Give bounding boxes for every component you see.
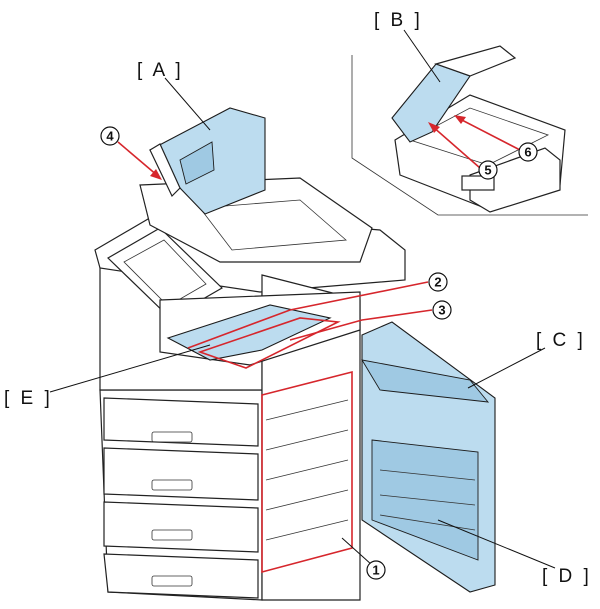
part-e bbox=[166, 304, 332, 361]
inset-glass bbox=[408, 107, 550, 166]
adf-paper-tray bbox=[199, 199, 347, 251]
inset-lid bbox=[391, 63, 471, 143]
inset-lid-top bbox=[434, 45, 517, 77]
label-c: [ C ] bbox=[536, 330, 586, 351]
control-panel bbox=[107, 227, 223, 319]
callout-4: 4 bbox=[100, 126, 120, 146]
part-a bbox=[149, 107, 266, 215]
adf-cover-inner bbox=[179, 141, 215, 185]
callout-5-text: 5 bbox=[484, 163, 491, 178]
tray-1 bbox=[103, 397, 259, 447]
leader-d bbox=[437, 519, 556, 569]
arrow-4 bbox=[117, 141, 159, 177]
control-screen bbox=[123, 239, 207, 307]
red-outline-1 bbox=[261, 370, 353, 574]
label-e: [ E ] bbox=[4, 388, 53, 409]
callout-2: 2 bbox=[428, 272, 448, 292]
red-line-2 bbox=[187, 281, 429, 349]
callout-3-text: 3 bbox=[438, 303, 445, 318]
arrow-6-head bbox=[454, 115, 466, 124]
tray-handle-3 bbox=[151, 529, 193, 541]
inner-rollers bbox=[265, 399, 349, 541]
side-door bbox=[361, 321, 496, 593]
printer-body bbox=[94, 177, 406, 601]
arrow-5-head bbox=[428, 122, 440, 133]
adf-cover-edge bbox=[149, 143, 181, 198]
inset-b bbox=[351, 29, 588, 216]
arrow-5 bbox=[431, 125, 481, 169]
leader-c bbox=[467, 347, 546, 389]
tray-handle-4 bbox=[151, 575, 193, 587]
tray-handle-2 bbox=[151, 479, 193, 491]
label-d: [ D ] bbox=[542, 566, 592, 587]
callout-3: 3 bbox=[432, 300, 452, 320]
inset-base bbox=[469, 147, 561, 213]
callout-1: 1 bbox=[366, 560, 386, 580]
inset-slot bbox=[461, 175, 495, 191]
callout-6: 6 bbox=[518, 142, 538, 162]
tray-handle-1 bbox=[151, 431, 193, 443]
leader-a bbox=[164, 77, 211, 131]
leader-1 bbox=[341, 537, 373, 566]
tray-2 bbox=[103, 447, 259, 501]
part-c bbox=[361, 359, 490, 403]
callout-4-text: 4 bbox=[106, 129, 114, 144]
callout-6-text: 6 bbox=[524, 145, 531, 160]
leader-b bbox=[403, 29, 441, 83]
callout-5: 5 bbox=[478, 160, 498, 180]
red-outline-e bbox=[197, 317, 341, 369]
arrow-6 bbox=[457, 117, 521, 151]
tray-3 bbox=[103, 501, 259, 553]
leader-e bbox=[49, 344, 211, 393]
callout-1-text: 1 bbox=[372, 563, 379, 578]
arrow-4-head bbox=[150, 169, 162, 180]
label-b: [ B ] bbox=[374, 10, 423, 31]
red-line-3 bbox=[289, 309, 433, 341]
callout-2-text: 2 bbox=[434, 275, 441, 290]
inset-frame bbox=[351, 55, 588, 216]
label-a: [ A ] bbox=[137, 60, 184, 81]
